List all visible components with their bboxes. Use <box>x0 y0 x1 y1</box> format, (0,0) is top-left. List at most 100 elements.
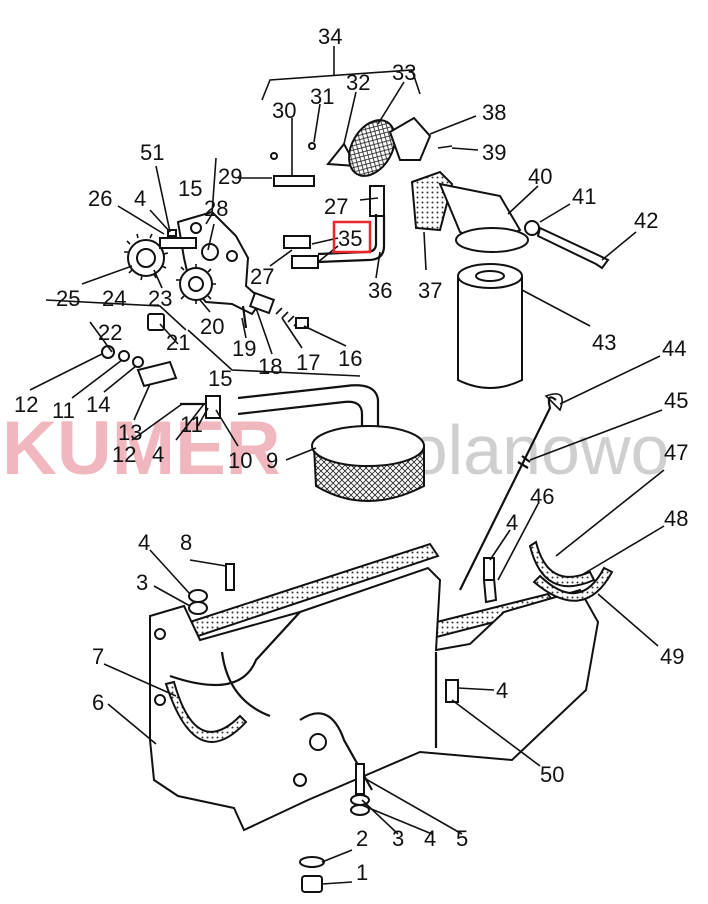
leader-37 <box>423 231 427 271</box>
leader-4f <box>457 687 495 691</box>
clamp-10 <box>205 395 221 419</box>
washer-2 <box>299 856 325 868</box>
callout-20: 20 <box>200 314 224 339</box>
leader-1 <box>321 881 353 885</box>
callout-38: 38 <box>482 100 506 125</box>
callout-13: 13 <box>118 420 142 445</box>
leader-21 <box>159 323 179 345</box>
callout-11-mid: 11 <box>180 412 203 437</box>
leader-26 <box>117 205 165 235</box>
leader-32 <box>343 91 357 145</box>
callout-34: 34 <box>318 24 342 49</box>
leader-41 <box>539 203 571 223</box>
split-pin <box>241 305 248 329</box>
leader-6 <box>107 703 157 745</box>
leader-38 <box>429 115 477 135</box>
leader-16 <box>303 325 347 347</box>
filter-assembly <box>410 170 610 389</box>
callout-46: 46 <box>530 484 554 509</box>
callout-36: 36 <box>368 278 392 303</box>
drain-plug-1 <box>301 875 323 893</box>
callout-43: 43 <box>592 330 616 355</box>
pin-31 <box>308 142 316 150</box>
washer-11a <box>118 350 130 362</box>
callout-29: 29 <box>218 164 242 189</box>
callout-8: 8 <box>180 530 192 555</box>
callout-22: 22 <box>98 320 122 345</box>
highlight-box-35 <box>332 220 372 254</box>
oil-pump-assembly <box>124 116 453 331</box>
sleeve-30 <box>273 175 315 187</box>
callout-15-top: 15 <box>178 176 202 201</box>
gear-teeth-lower <box>176 264 216 304</box>
callout-3-pan-left: 3 <box>136 570 148 595</box>
leader-45 <box>529 409 663 461</box>
leader-42 <box>601 231 637 261</box>
callout-12-left: 12 <box>14 392 38 417</box>
bracket-24 <box>45 299 187 331</box>
callout-31: 31 <box>310 84 334 109</box>
callout-4-bottom: 4 <box>424 826 436 851</box>
valve-33 <box>348 119 396 177</box>
leader-4c <box>149 549 191 595</box>
stud-5 <box>355 763 365 795</box>
callout-27-top: 27 <box>324 194 348 219</box>
washer-4d <box>350 804 370 816</box>
bracket-15-top <box>205 157 217 225</box>
leader-36 <box>375 251 381 279</box>
strainer-top <box>311 425 425 467</box>
bracket-13 <box>136 360 178 388</box>
filter-thread <box>475 270 505 282</box>
washer-14 <box>132 356 144 368</box>
leader-31 <box>313 103 321 143</box>
leader-9 <box>285 447 317 461</box>
leader-46 <box>497 503 539 581</box>
leader-43 <box>521 289 591 327</box>
leader-12b <box>131 403 183 441</box>
seal-45 <box>517 455 531 469</box>
leader-13 <box>133 383 151 421</box>
leader-47 <box>555 469 665 557</box>
leader-25 <box>81 265 133 285</box>
callout-30: 30 <box>272 98 296 123</box>
callout-labels: 34 30 31 32 33 38 39 40 41 42 43 37 36 3… <box>14 24 688 885</box>
callout-4-top: 4 <box>134 186 146 211</box>
watermark-brand: KUMER <box>2 406 281 491</box>
callout-35: 35 <box>338 226 362 251</box>
leader-4d <box>363 805 433 835</box>
leader-40 <box>507 185 539 215</box>
callout-15-mid: 15 <box>208 366 232 391</box>
leader-33 <box>377 81 405 125</box>
guide-tube-46 <box>482 576 498 604</box>
callout-50: 50 <box>540 762 564 787</box>
callout-3-bottom: 3 <box>392 826 404 851</box>
leader-12a <box>29 353 103 391</box>
stud-8 <box>225 563 235 591</box>
suction-pipe-inner <box>237 400 364 436</box>
callout-10: 10 <box>228 448 252 473</box>
dipstick <box>459 393 563 604</box>
callout-5: 5 <box>456 826 468 851</box>
callout-45: 45 <box>664 388 688 413</box>
oil-pan <box>149 540 614 893</box>
shaft-bolt <box>167 229 177 237</box>
pan-hole-2 <box>154 694 166 706</box>
valve-cover <box>388 116 432 161</box>
leader-11a <box>71 359 123 399</box>
bolt-50 <box>445 679 459 703</box>
pump-shaft-bore <box>201 243 219 261</box>
callout-16: 16 <box>338 346 362 371</box>
callout-41: 41 <box>572 184 596 209</box>
watermark: KUMER Polanowo <box>2 406 669 491</box>
plug-21 <box>147 313 165 331</box>
filter-gasket-37 <box>410 170 454 232</box>
leader-20 <box>199 299 211 313</box>
connector-35 <box>291 255 319 269</box>
callout-4-pan-right: 4 <box>496 678 508 703</box>
leader-27a <box>269 249 293 267</box>
callout-7: 7 <box>92 644 104 669</box>
leader-22 <box>89 321 113 353</box>
leader-14 <box>103 365 137 393</box>
washer-4a <box>188 589 208 603</box>
leader-3b <box>361 799 399 835</box>
